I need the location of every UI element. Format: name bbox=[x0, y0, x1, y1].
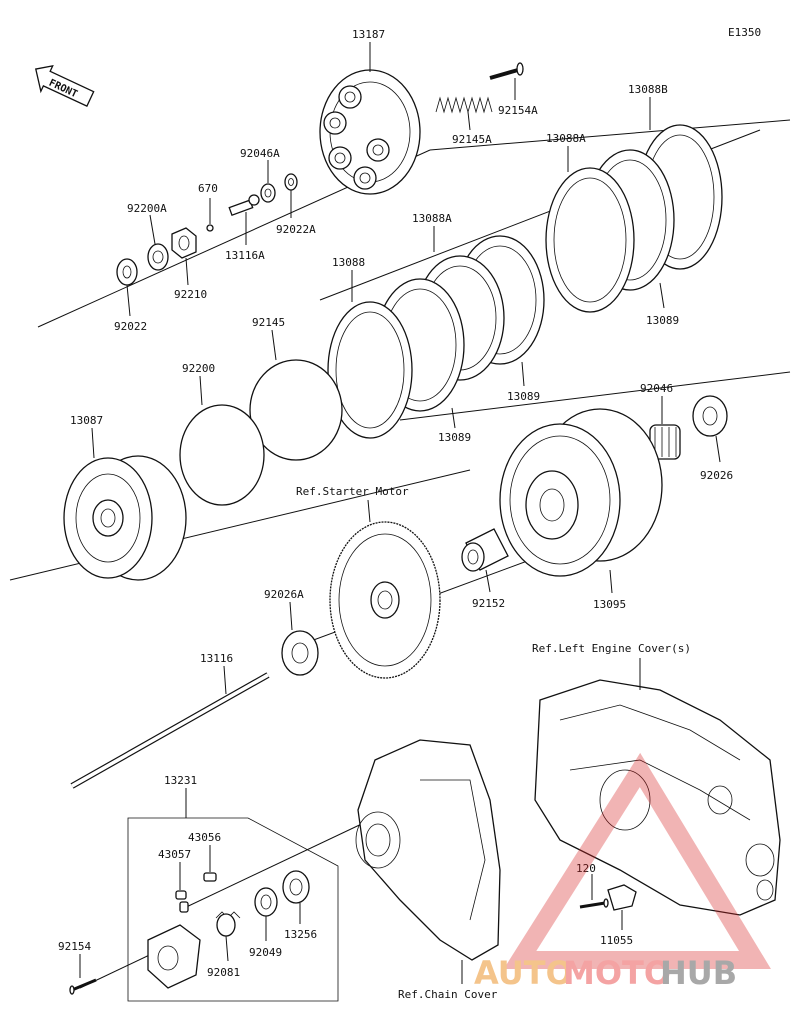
o-ring-92200 bbox=[179, 404, 265, 506]
left-engine-cover bbox=[534, 679, 781, 916]
o-ring-92145 bbox=[249, 359, 343, 461]
part-92154: 92154 bbox=[58, 940, 91, 953]
assembly-group-13231 bbox=[127, 788, 339, 1002]
chain-cover bbox=[355, 739, 501, 961]
part-120: 120 bbox=[576, 862, 596, 875]
part-92046: 92046 bbox=[640, 382, 673, 395]
ref-starter-motor: Ref.Starter Motor bbox=[296, 485, 409, 498]
part-92022: 92022 bbox=[114, 320, 147, 333]
part-92081: 92081 bbox=[207, 966, 240, 979]
bolt-92154A bbox=[489, 62, 524, 80]
pushrod-13116 bbox=[70, 672, 270, 789]
bleeder-43056 bbox=[203, 872, 217, 882]
part-13116: 13116 bbox=[200, 652, 233, 665]
pushrod-13116A bbox=[228, 194, 260, 217]
spring-92081 bbox=[215, 911, 241, 937]
part-13089-top: 13089 bbox=[646, 314, 679, 327]
part-92152: 92152 bbox=[472, 597, 505, 610]
nut-92210 bbox=[171, 227, 197, 259]
part-13256: 13256 bbox=[284, 928, 317, 941]
starter-driven-gear bbox=[329, 521, 441, 679]
pressure-plate bbox=[319, 69, 421, 195]
watermark-text: AUTO MOTO HUB bbox=[474, 954, 737, 992]
friction-plate-13088A-top bbox=[545, 167, 635, 313]
needle-bearing-92046 bbox=[649, 424, 681, 460]
part-92026: 92026 bbox=[700, 469, 733, 482]
part-13088: 13088 bbox=[332, 256, 365, 269]
clutch-hub-13087 bbox=[63, 455, 187, 581]
part-13231: 13231 bbox=[164, 774, 197, 787]
sleeve-92152 bbox=[461, 528, 509, 572]
ref-chain-cover: Ref.Chain Cover bbox=[398, 988, 498, 1001]
part-13089-low: 13089 bbox=[438, 431, 471, 444]
part-92026A: 92026A bbox=[264, 588, 304, 601]
diagram-code: E1350 bbox=[728, 26, 761, 39]
seal-92049 bbox=[254, 887, 278, 917]
part-92154A: 92154A bbox=[498, 104, 538, 117]
part-43057: 43057 bbox=[158, 848, 191, 861]
part-670: 670 bbox=[198, 182, 218, 195]
part-92200: 92200 bbox=[182, 362, 215, 375]
washer-92026 bbox=[692, 395, 728, 437]
watermark-auto: AUTO bbox=[474, 954, 573, 992]
clutch-housing-13095 bbox=[499, 408, 663, 577]
washer-92022A bbox=[284, 173, 298, 191]
part-92145A: 92145A bbox=[452, 133, 492, 146]
watermark-hub: HUB bbox=[660, 954, 737, 992]
washer-92022 bbox=[116, 258, 138, 286]
spring-92145A bbox=[435, 96, 493, 114]
steel-ball-670 bbox=[206, 224, 214, 232]
washer-92200A bbox=[147, 243, 169, 271]
part-92049: 92049 bbox=[249, 946, 282, 959]
part-13095: 13095 bbox=[593, 598, 626, 611]
part-92210: 92210 bbox=[174, 288, 207, 301]
piston-13256 bbox=[282, 870, 310, 904]
front-arrow-icon: FRONT bbox=[34, 65, 95, 108]
ref-left-engine-cover: Ref.Left Engine Cover(s) bbox=[532, 642, 691, 655]
part-13088A-mid: 13088A bbox=[412, 212, 452, 225]
part-92200A: 92200A bbox=[127, 202, 167, 215]
part-13088A-top: 13088A bbox=[546, 132, 586, 145]
slave-cylinder-body bbox=[147, 924, 201, 989]
part-92046A: 92046A bbox=[240, 147, 280, 160]
part-13116A: 13116A bbox=[225, 249, 265, 262]
part-13187: 13187 bbox=[352, 28, 385, 41]
part-11055: 11055 bbox=[600, 934, 633, 947]
washer-92026A bbox=[281, 630, 319, 676]
friction-plate-13088 bbox=[327, 301, 413, 439]
part-92022A: 92022A bbox=[276, 223, 316, 236]
bearing-92046A bbox=[260, 183, 276, 203]
watermark-moto: MOTO bbox=[563, 954, 671, 992]
bleeder-cap-43057 bbox=[175, 890, 189, 913]
bolt-92154 bbox=[69, 978, 97, 995]
part-92145: 92145 bbox=[252, 316, 285, 329]
bracket-11055 bbox=[607, 884, 637, 911]
watermark-logo bbox=[503, 752, 771, 969]
part-13087: 13087 bbox=[70, 414, 103, 427]
bolt-120 bbox=[579, 898, 609, 909]
part-43056: 43056 bbox=[188, 831, 221, 844]
part-13088B: 13088B bbox=[628, 83, 668, 96]
part-13089-mid: 13089 bbox=[507, 390, 540, 403]
